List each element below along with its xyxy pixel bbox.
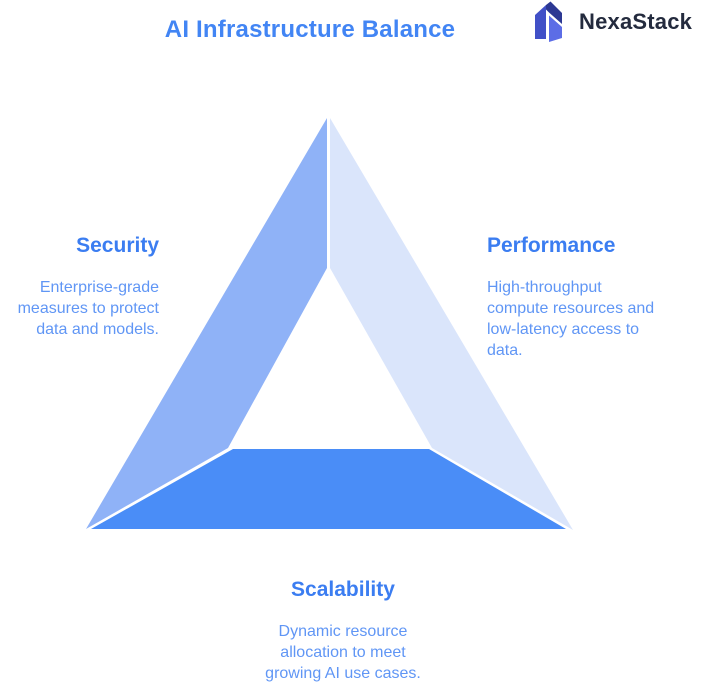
page-title: AI Infrastructure Balance <box>164 16 456 43</box>
triangle-segment-performance <box>330 118 573 530</box>
brand-logo: NexaStack <box>533 1 692 42</box>
security-description: Enterprise-grade measures to protect dat… <box>17 279 159 338</box>
logo-peak <box>546 1 562 24</box>
logo-lower-right <box>549 15 562 42</box>
scalability-description: Dynamic resource allocation to meet grow… <box>265 623 421 682</box>
scalability-label-block: Scalability Dynamic resource allocation … <box>265 576 421 684</box>
triangle-segment-security <box>86 118 327 529</box>
performance-label-block: Performance High-throughput compute reso… <box>487 232 654 361</box>
performance-title: Performance <box>487 234 616 257</box>
triangle-segment-scalability <box>91 449 566 529</box>
security-title: Security <box>76 234 159 257</box>
security-label-block: Security Enterprise-grade measures to pr… <box>18 232 159 340</box>
scalability-title: Scalability <box>291 578 395 601</box>
logo-left-bar <box>535 5 546 39</box>
performance-description: High-throughput compute resources and lo… <box>487 279 655 359</box>
brand-name: NexaStack <box>579 9 693 34</box>
nexastack-logo-icon <box>535 1 562 42</box>
